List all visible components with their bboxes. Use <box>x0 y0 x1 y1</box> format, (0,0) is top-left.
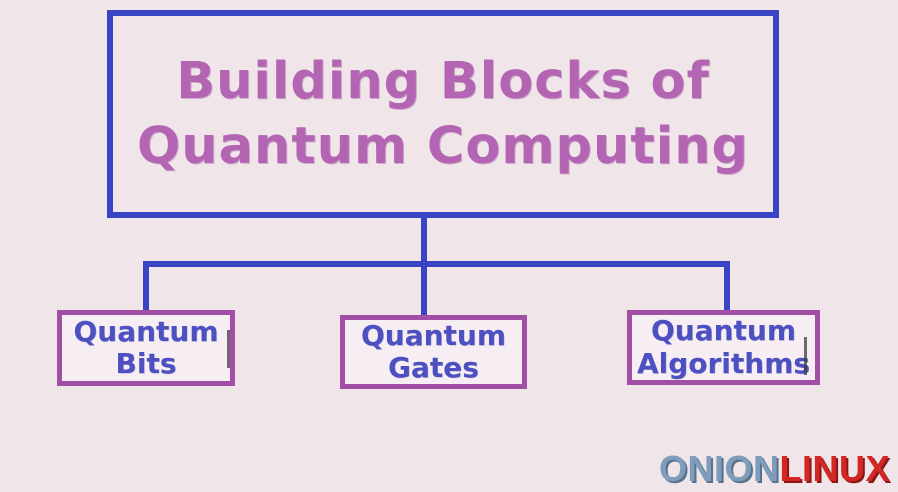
node-label-line: Quantum <box>73 314 219 348</box>
node-label-line: Algorithms <box>636 346 811 380</box>
node-box-quantum-algorithms: Quantum Algorithms <box>627 310 820 385</box>
text-cursor-artifact <box>227 330 230 368</box>
connector-root-stub <box>421 216 427 264</box>
node-box-quantum-bits: Quantum Bits <box>57 310 235 386</box>
title-line-2: Quantum Computing <box>136 117 750 176</box>
watermark-logo: ONIONLINUX <box>659 448 890 490</box>
node-label-line: Bits <box>115 347 177 380</box>
node-label-line: Quantum <box>650 314 797 348</box>
connector-drop-left <box>143 261 149 313</box>
node-box-quantum-gates: Quantum Gates <box>340 315 527 389</box>
watermark-logo-linux: LINUX <box>779 448 890 489</box>
watermark-logo-onion: ONION <box>658 448 780 489</box>
connector-drop-right <box>724 261 730 311</box>
title-line-1: Building Blocks of <box>176 52 710 111</box>
node-label-line: Gates <box>388 351 479 384</box>
connector-drop-middle <box>421 261 427 318</box>
node-label-line: Quantum <box>360 318 507 352</box>
main-title-box: Building Blocks of Quantum Computing <box>107 10 779 218</box>
connector-rail <box>143 261 730 267</box>
text-cursor-artifact <box>804 337 807 375</box>
